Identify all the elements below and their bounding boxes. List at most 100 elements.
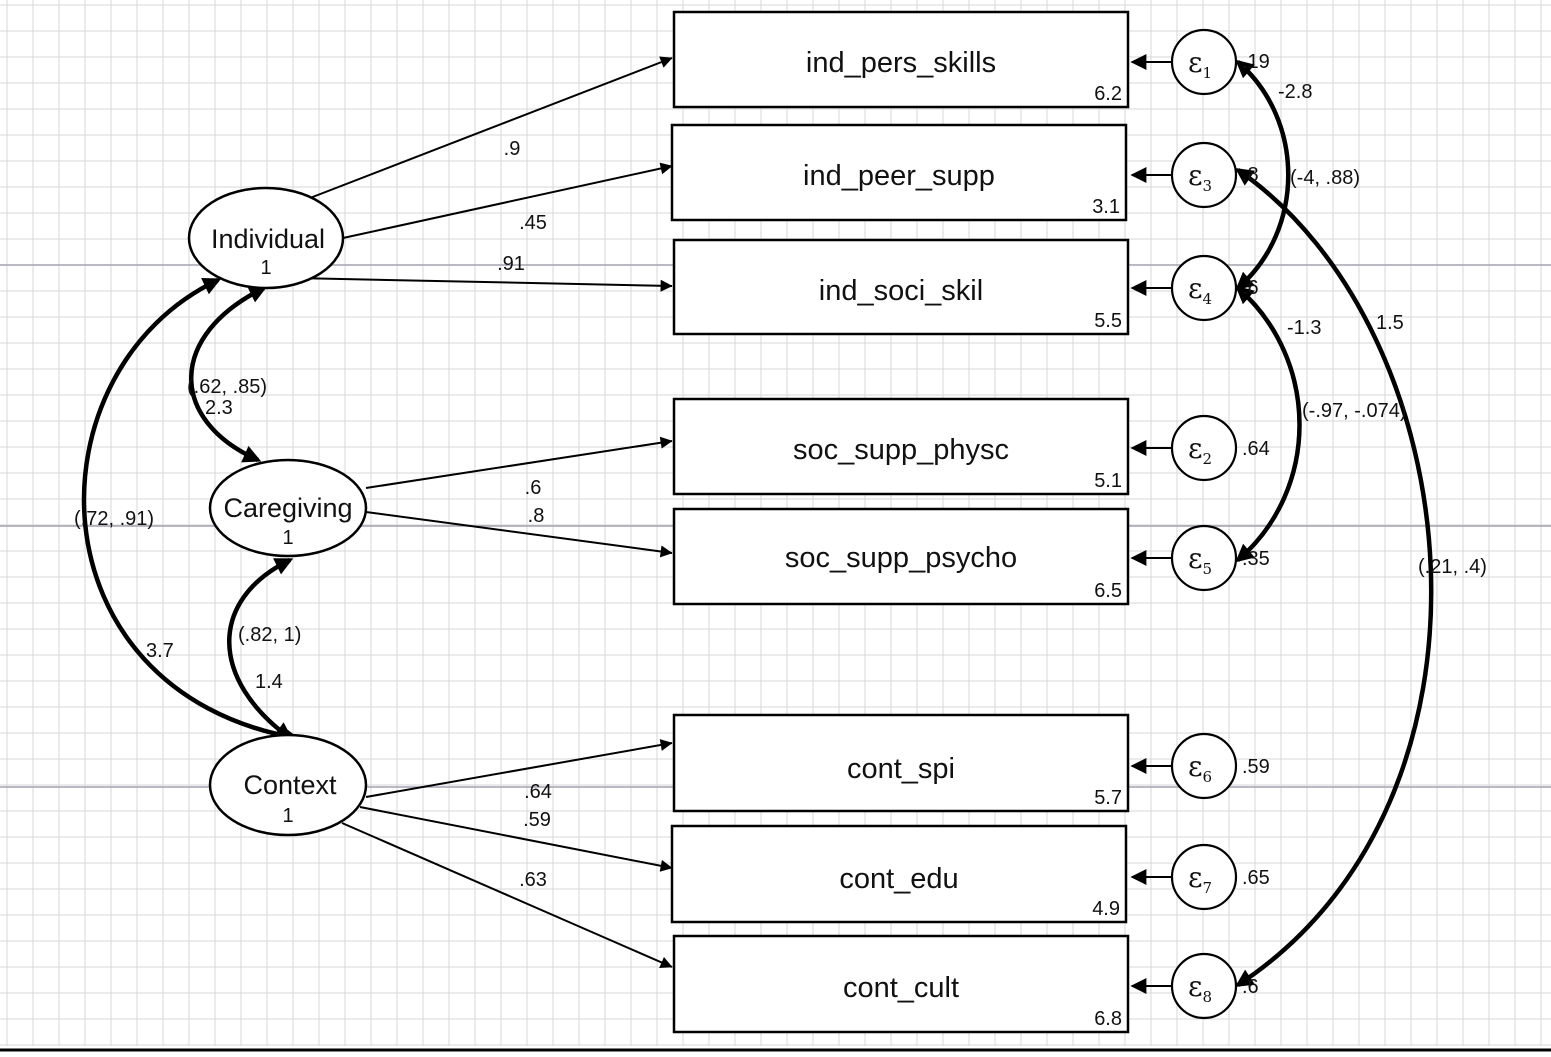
error-circle xyxy=(1170,952,1238,1020)
error-circle xyxy=(1170,141,1238,209)
error-e4[interactable]: ε4 .6 xyxy=(1170,254,1259,322)
covariance-value-individual-context: 3.7 xyxy=(146,640,174,662)
path-caregiving-soc-supp-psycho xyxy=(365,511,673,558)
covariance-curve-e1-e4 xyxy=(1235,59,1291,291)
error-e7[interactable]: ε7 .65 xyxy=(1170,843,1270,911)
error-variance: .64 xyxy=(1242,438,1270,460)
observed-box xyxy=(672,397,1130,496)
latent-name: Individual xyxy=(211,224,325,254)
error-circle xyxy=(1170,843,1238,911)
error-symbol: ε8 xyxy=(1188,970,1212,1006)
error-symbol: ε5 xyxy=(1188,542,1212,578)
covariance-curve-e4-e5 xyxy=(1235,285,1302,563)
observed-cont-spi[interactable]: cont_spi 5.7 xyxy=(672,713,1130,813)
observed-name: ind_peer_supp xyxy=(803,160,995,192)
observed-ind-pers-skills[interactable]: ind_pers_skills 6.2 xyxy=(672,10,1130,109)
observed-ind-soci-skil[interactable]: ind_soci_skil 5.5 xyxy=(672,238,1130,336)
latent-individual[interactable]: Individual 1 xyxy=(187,186,345,290)
error-e1[interactable]: ε1 .19 xyxy=(1170,28,1270,96)
observed-cont-edu[interactable]: cont_edu 4.9 xyxy=(670,824,1128,924)
latent-ellipse xyxy=(208,458,368,558)
error-e5[interactable]: ε5 .35 xyxy=(1170,524,1270,592)
observed-box xyxy=(670,824,1128,924)
observed-intercept: 6.8 xyxy=(1094,1008,1122,1030)
latent-ellipse xyxy=(208,733,368,837)
path-context-cont-spi xyxy=(365,739,673,798)
path-context-cont-cult xyxy=(341,822,673,968)
loading-label-ind-peer-supp: .45 xyxy=(519,212,547,234)
observed-box xyxy=(672,713,1130,813)
error-circle xyxy=(1170,414,1238,482)
error-variance: .6 xyxy=(1242,976,1259,998)
covariance-value-e3-e8: 1.5 xyxy=(1376,312,1404,334)
observed-name: cont_cult xyxy=(843,972,959,1004)
path-context-cont-edu xyxy=(359,806,673,872)
covariance-ci-individual-context: (.72, .91) xyxy=(74,508,154,530)
observed-intercept: 3.1 xyxy=(1092,196,1120,218)
covariance-curve-individual-caregiving xyxy=(189,285,268,463)
observed-intercept: 6.2 xyxy=(1094,83,1122,105)
covariance-curve-caregiving-context xyxy=(227,557,294,741)
latent-name: Context xyxy=(243,770,337,800)
error-circle xyxy=(1170,732,1238,800)
error-circle xyxy=(1170,524,1238,592)
error-variance: .6 xyxy=(1242,277,1259,299)
observed-intercept: 5.5 xyxy=(1094,310,1122,332)
loading-label-soc-supp-psycho: .8 xyxy=(528,505,545,527)
path-individual-ind-peer-supp xyxy=(342,162,673,239)
error-variance: .65 xyxy=(1242,867,1270,889)
observed-soc-supp-physc[interactable]: soc_supp_physc 5.1 xyxy=(672,397,1130,496)
error-symbol: ε6 xyxy=(1188,750,1212,786)
observed-box xyxy=(670,123,1128,222)
error-variance: .59 xyxy=(1242,756,1270,778)
error-symbol: ε3 xyxy=(1188,159,1212,195)
observed-intercept: 5.1 xyxy=(1094,470,1122,492)
covariance-value-e4-e5: -1.3 xyxy=(1287,317,1321,339)
error-circle xyxy=(1170,28,1238,96)
observed-name: ind_pers_skills xyxy=(806,47,996,79)
error-symbol: ε1 xyxy=(1188,46,1212,82)
error-symbol: ε7 xyxy=(1188,861,1212,897)
loading-label-cont-edu: .59 xyxy=(523,809,551,831)
covariance-ci-individual-caregiving: (.62, .85) xyxy=(187,376,267,398)
error-e3[interactable]: ε3 .8 xyxy=(1170,141,1259,209)
covariance-value-individual-caregiving: 2.3 xyxy=(205,397,233,419)
latent-variance: 1 xyxy=(282,527,293,549)
error-variance: .8 xyxy=(1242,164,1259,186)
observed-name: cont_edu xyxy=(839,863,958,895)
observed-intercept: 6.5 xyxy=(1094,580,1122,602)
observed-ind-peer-supp[interactable]: ind_peer_supp 3.1 xyxy=(670,123,1128,222)
observed-soc-supp-psycho[interactable]: soc_supp_psycho 6.5 xyxy=(672,507,1130,606)
covariance-value-caregiving-context: 1.4 xyxy=(255,671,283,693)
covariance-ci-e4-e5: (-.97, -.074) xyxy=(1302,400,1406,422)
observed-cont-cult[interactable]: cont_cult 6.8 xyxy=(672,934,1130,1034)
covariance-curve-individual-context xyxy=(81,277,300,745)
covariance-value-e1-e4: -2.8 xyxy=(1278,81,1312,103)
observed-name: ind_soci_skil xyxy=(819,275,983,307)
path-caregiving-soc-supp-physc xyxy=(365,436,673,489)
covariance-ci-e1-e4: (-4, .88) xyxy=(1290,167,1360,189)
loading-label-ind-soci-skil: .91 xyxy=(497,253,525,275)
latent-variance: 1 xyxy=(260,257,271,279)
error-e8[interactable]: ε8 .6 xyxy=(1170,952,1259,1020)
error-symbol: ε4 xyxy=(1188,272,1212,308)
latent-context[interactable]: Context 1 xyxy=(208,733,368,837)
error-variance: .19 xyxy=(1242,51,1270,73)
loading-label-soc-supp-physc: .6 xyxy=(525,477,542,499)
error-circle xyxy=(1170,254,1238,322)
covariance-ci-e3-e8: (.21, .4) xyxy=(1418,556,1487,578)
loading-label-cont-cult: .63 xyxy=(519,869,547,891)
observed-name: cont_spi xyxy=(847,753,955,785)
error-symbol: ε2 xyxy=(1188,432,1212,468)
observed-intercept: 5.7 xyxy=(1094,787,1122,809)
error-e2[interactable]: ε2 .64 xyxy=(1170,414,1270,482)
error-variance: .35 xyxy=(1242,548,1270,570)
observed-box xyxy=(672,934,1130,1034)
observed-name: soc_supp_psycho xyxy=(785,542,1017,574)
loading-label-ind-pers-skills: .9 xyxy=(504,138,521,160)
loading-label-cont-spi: .64 xyxy=(524,781,552,803)
latent-caregiving[interactable]: Caregiving 1 xyxy=(208,458,368,558)
covariance-ci-caregiving-context: (.82, 1) xyxy=(238,624,301,646)
error-e6[interactable]: ε6 .59 xyxy=(1170,732,1270,800)
